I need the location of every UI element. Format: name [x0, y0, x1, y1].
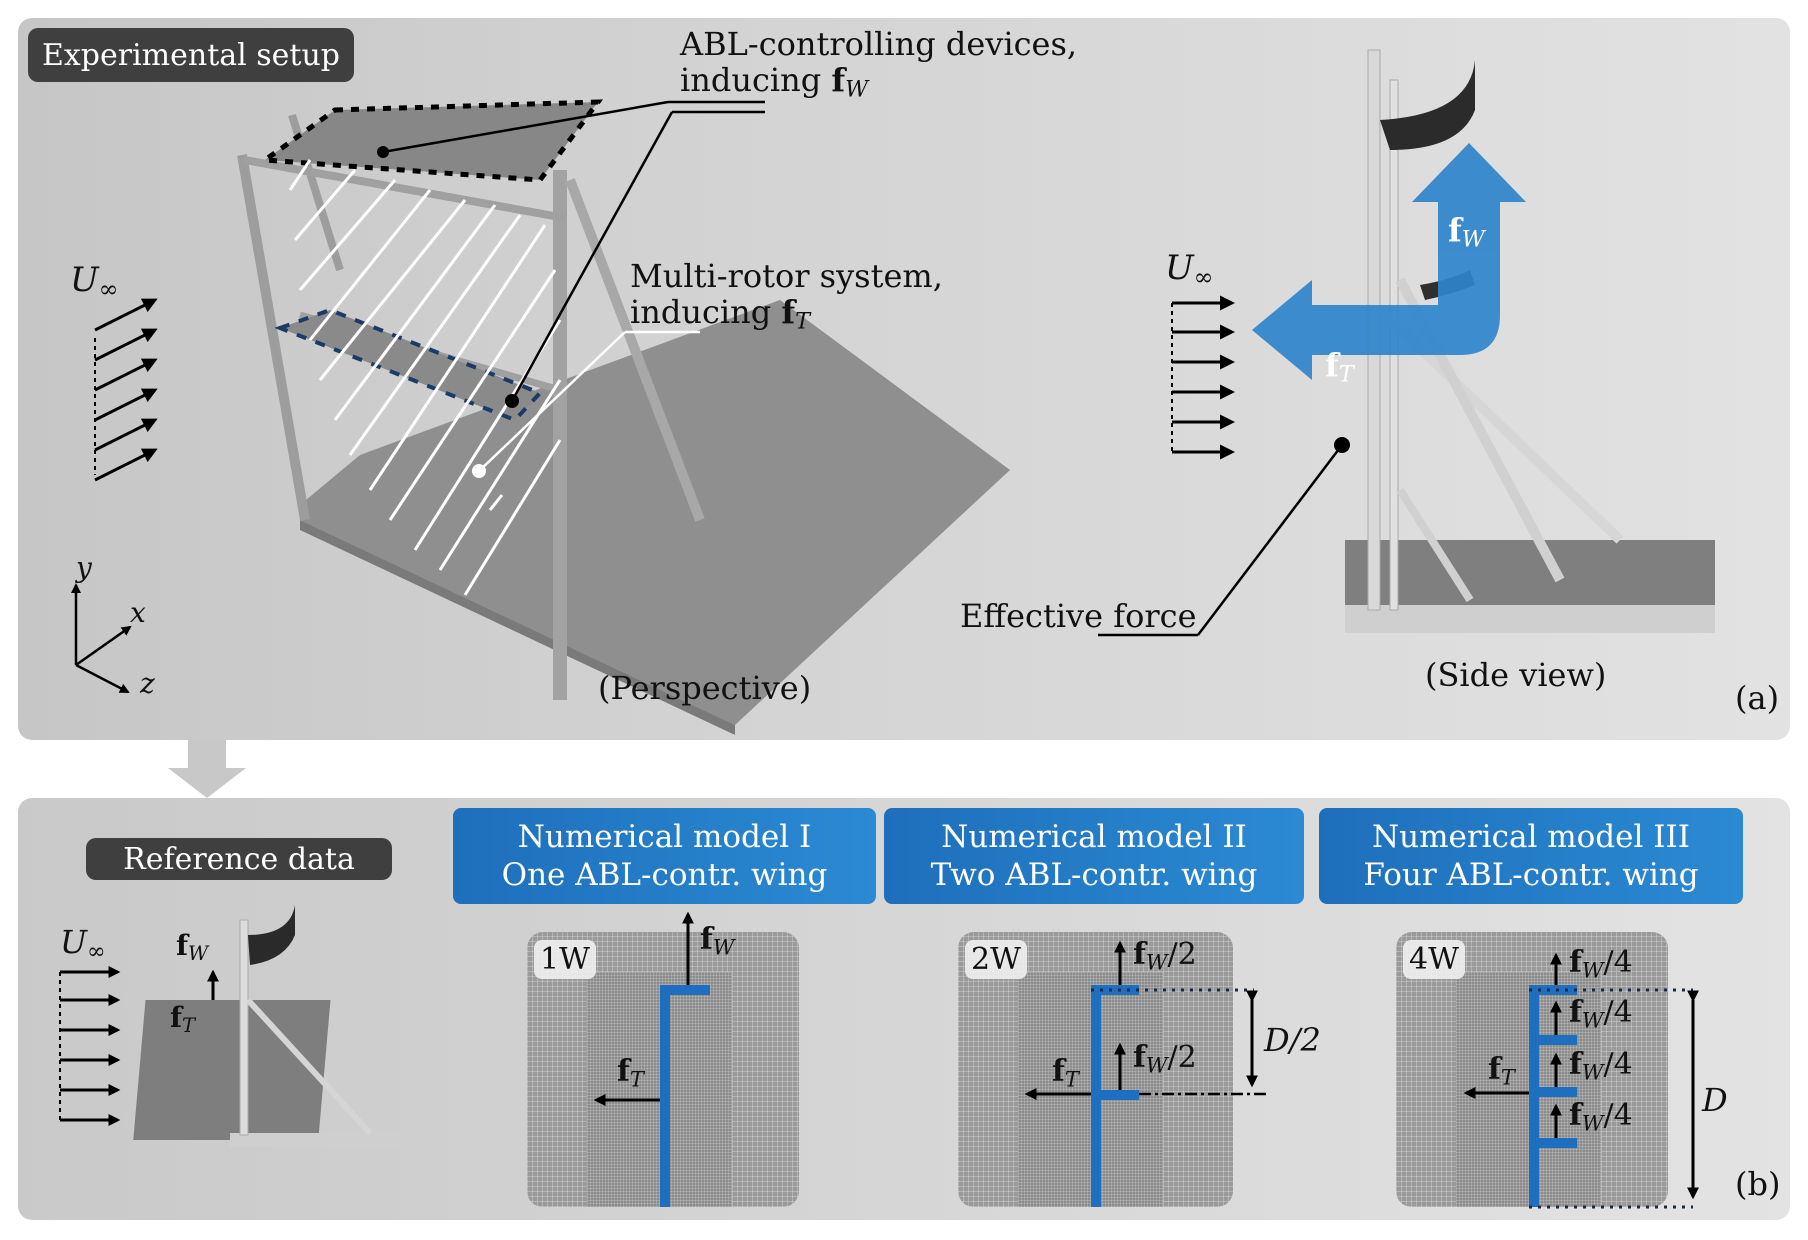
perspective-model-rig	[237, 99, 1010, 735]
abl-device-outline	[257, 99, 604, 183]
fw-arrow-head	[1412, 143, 1526, 202]
wing-config-1w	[593, 911, 710, 1207]
reference-data-title: Reference data	[123, 841, 355, 877]
multirotor-line2: inducing	[630, 293, 772, 331]
label-4w-spacing: D	[1702, 1081, 1728, 1119]
coordinate-axes	[71, 583, 132, 694]
ft-label-side: fT	[1325, 346, 1354, 388]
panel-connector-arrow	[168, 740, 246, 798]
ft-symbol: f	[781, 293, 796, 331]
label-4w-fw-4: fW/4	[1569, 1098, 1633, 1136]
case-tag-2w: 2W	[965, 940, 1027, 979]
wing-config-2w	[1024, 940, 1270, 1207]
abl-devices-line2: inducing	[680, 61, 822, 99]
model-2-header: Numerical model II Two ABL-contr. wing	[884, 808, 1304, 904]
ref-fw-label: fW	[176, 929, 209, 965]
label-4w-fw-1: fW/4	[1569, 945, 1633, 983]
freestream-arrows-reference	[59, 966, 121, 1126]
reference-rig-image	[133, 905, 425, 1147]
wing-2w-lower	[1091, 1090, 1139, 1100]
label-1w-fw: fW	[700, 922, 735, 960]
ft-subscript: T	[795, 308, 811, 335]
fw-label-side: fW	[1448, 211, 1485, 253]
label-2w-fw-lower: fW/2	[1133, 1040, 1197, 1078]
reference-data-tag: Reference data	[86, 838, 392, 880]
label-1w-ft: fT	[617, 1054, 644, 1092]
effective-force-label: Effective force	[960, 597, 1197, 635]
wing-config-4w	[1463, 952, 1699, 1209]
model-3-header: Numerical model III Four ABL-contr. wing	[1319, 808, 1743, 904]
model-1-title: Numerical model I	[517, 819, 812, 855]
base-plate	[300, 300, 1010, 725]
freestream-label-reference: U∞	[60, 923, 106, 965]
case-tag-1w: 1W	[534, 940, 596, 979]
label-2w-spacing: D/2	[1264, 1021, 1321, 1059]
axis-z-label: z	[140, 667, 155, 700]
label-4w-ft: fT	[1488, 1052, 1515, 1090]
fw-subscript: W	[845, 76, 869, 103]
experimental-setup-tag: Experimental setup	[28, 28, 354, 82]
model-3-title: Numerical model III	[1372, 819, 1690, 855]
freestream-label-side: U∞	[1165, 248, 1214, 291]
model-3-subtitle: Four ABL-contr. wing	[1363, 857, 1699, 893]
model-1-subtitle: One ABL-contr. wing	[501, 857, 828, 893]
ref-ft-label: fT	[170, 1001, 196, 1037]
experimental-setup-title: Experimental setup	[41, 37, 341, 73]
perspective-caption: (Perspective)	[598, 669, 812, 707]
fw-symbol: f	[831, 61, 846, 99]
panel-label-a: (a)	[1735, 679, 1780, 717]
multirotor-line1: Multi-rotor system,	[630, 257, 943, 295]
side-view-caption: (Side view)	[1425, 656, 1607, 694]
model-2-subtitle: Two ABL-contr. wing	[930, 857, 1258, 893]
wing-1	[660, 985, 710, 995]
model-2-title: Numerical model II	[941, 819, 1247, 855]
abl-devices-line1: ABL-controlling devices,	[680, 25, 1078, 63]
label-4w-fw-3: fW/4	[1569, 1047, 1633, 1085]
freestream-label-perspective: U∞	[70, 260, 119, 303]
axis-x-label: x	[130, 596, 146, 629]
multirotor-label: Multi-rotor system, inducing fT	[630, 258, 943, 340]
label-4w-fw-2: fW/4	[1569, 995, 1633, 1033]
abl-devices-label: ABL-controlling devices, inducing fW	[680, 26, 1077, 108]
effective-force-arrow	[1252, 143, 1526, 380]
freestream-arrows-perspective	[94, 298, 158, 482]
wing-2w-upper	[1091, 985, 1139, 995]
ft-arrow-head	[1252, 280, 1312, 380]
panel-label-b: (b)	[1735, 1165, 1781, 1203]
model-1-header: Numerical model I One ABL-contr. wing	[453, 808, 876, 904]
label-2w-ft: fT	[1052, 1054, 1079, 1092]
axis-y-label: y	[76, 551, 92, 584]
case-tag-4w: 4W	[1403, 940, 1465, 979]
freestream-arrows-side	[1171, 295, 1235, 460]
label-2w-fw-upper: fW/2	[1133, 937, 1197, 975]
